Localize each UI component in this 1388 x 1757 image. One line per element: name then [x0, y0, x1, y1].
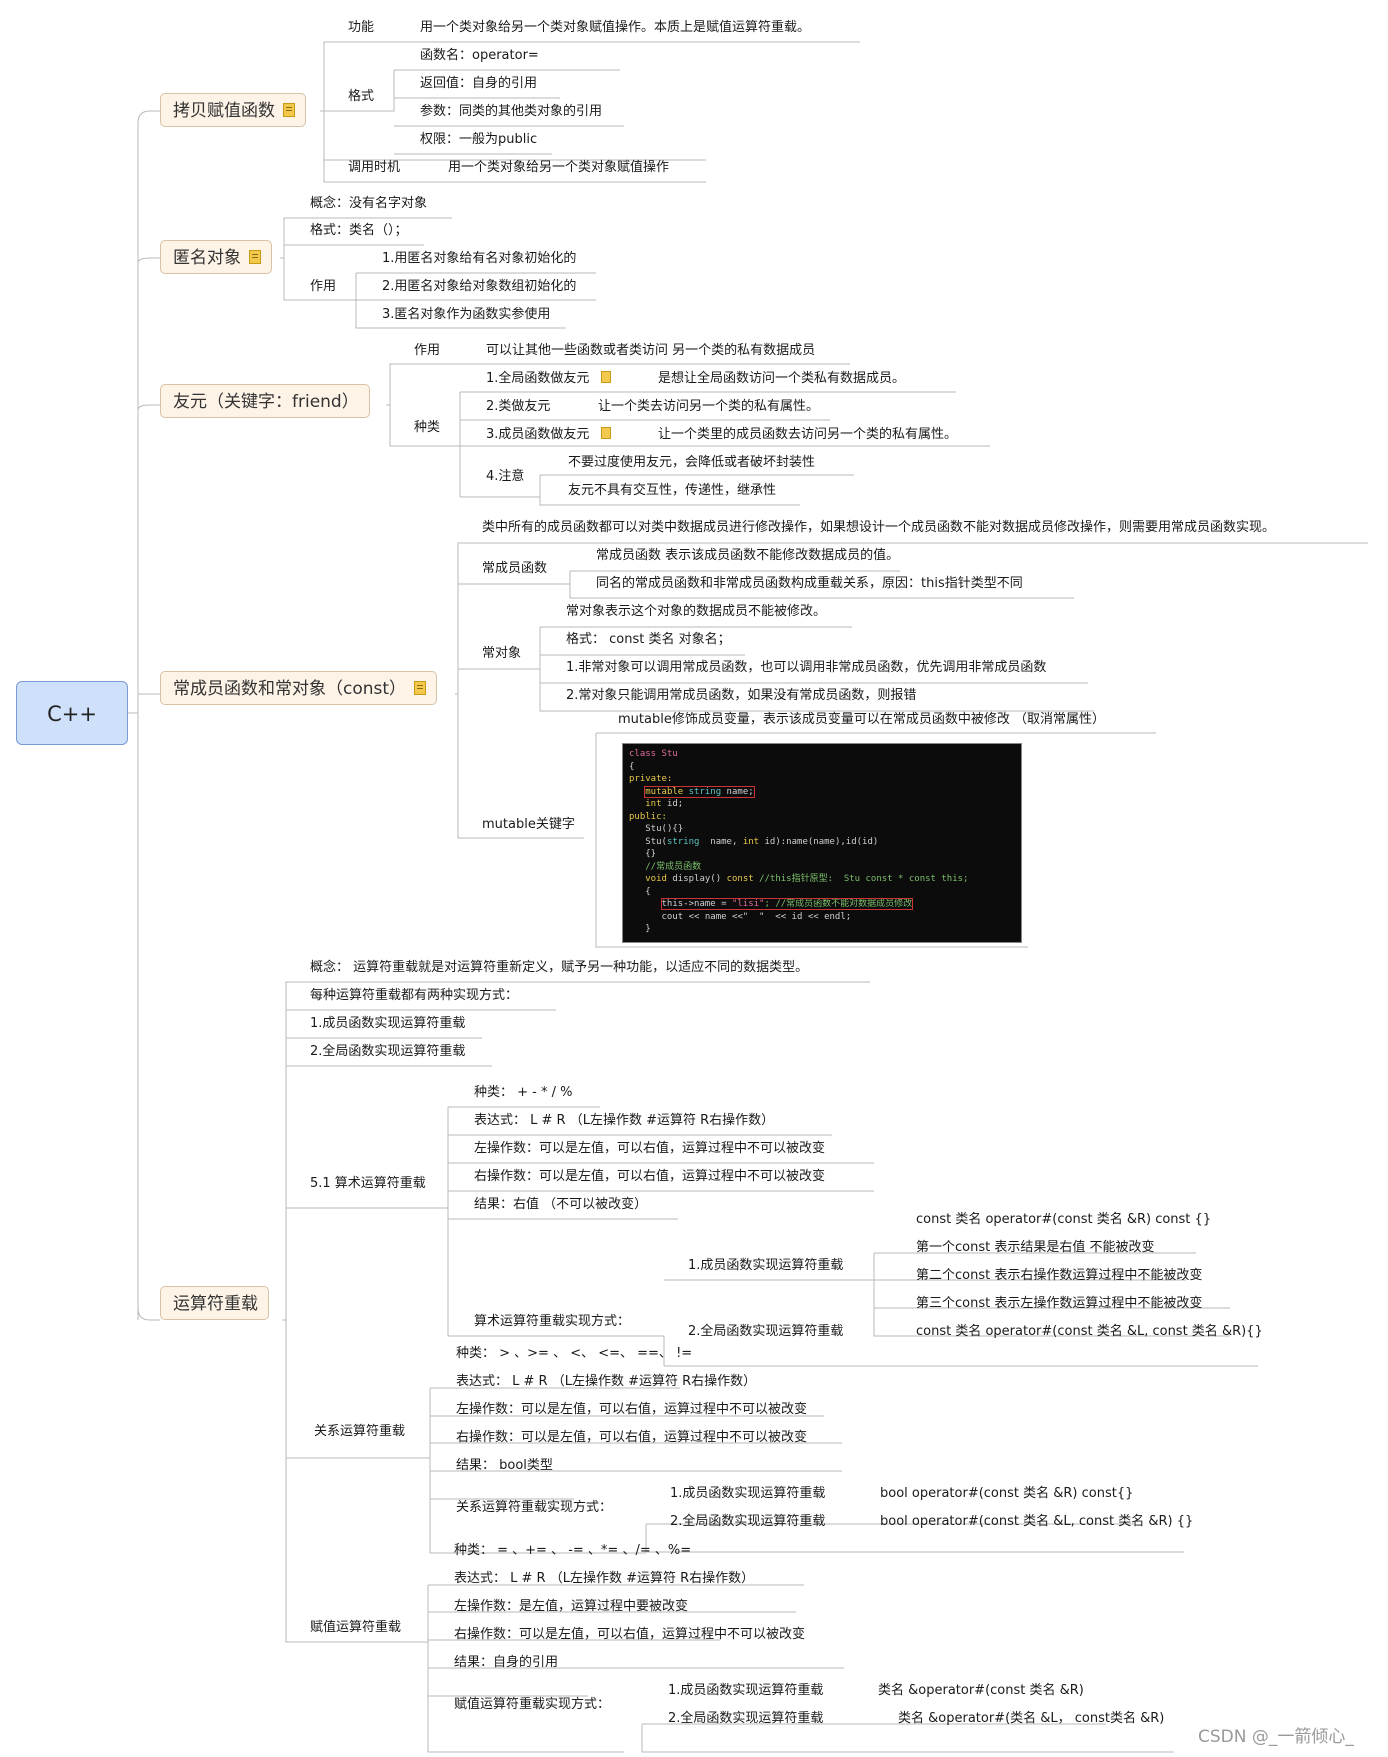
b5-arith-member-item: 第三个const 表示左操作数运算过程中不能被改变 — [916, 1296, 1203, 1311]
b5-arith-member-item: 第二个const 表示右操作数运算过程中不能被改变 — [916, 1268, 1203, 1283]
b5-arith-member-label: 1.成员函数实现运算符重载 — [688, 1258, 844, 1273]
b1-func-text: 用一个类对象给另一个类对象赋值操作。本质上是赋值运算符重载。 — [420, 20, 811, 35]
b5-arith-member-item: 第一个const 表示结果是右值 不能被改变 — [916, 1240, 1155, 1255]
note-icon[interactable] — [601, 371, 612, 383]
b5-rel-item: 结果： bool类型 — [456, 1458, 553, 1473]
b3-kind-1-label: 1.全局函数做友元 — [486, 371, 590, 386]
b3-kind-1: 1.全局函数做友元 — [486, 371, 612, 387]
b4-co-item: 2.常对象只能调用常成员函数，如果没有常成员函数，则报错 — [566, 688, 917, 703]
b2-format: 格式：类名（）； — [310, 223, 408, 238]
b5-rel-item: 右操作数：可以是左值，可以右值，运算过程中不可以被改变 — [456, 1430, 808, 1445]
b1-fmt-item: 返回值：自身的引用 — [420, 76, 538, 91]
b3-kind-2-desc: 让一个类去访问另一个类的私有属性。 — [598, 399, 820, 414]
b5-rel-global-text: bool operator#(const 类名 &L, const 类名 &R)… — [880, 1514, 1194, 1529]
b1-fmt-label: 格式 — [348, 89, 375, 104]
b5-arith-item: 左操作数：可以是左值，可以右值，运算过程中不可以被改变 — [474, 1141, 826, 1156]
watermark: CSDN @_一箭倾心_ — [1198, 1727, 1354, 1747]
code-screenshot: class Stu { private: mutable string name… — [622, 743, 1022, 943]
b3-kind-2: 2.类做友元 — [486, 399, 551, 414]
b5-arith-label: 5.1 算术运算符重载 — [310, 1176, 426, 1191]
b4-cm-label: 常成员函数 — [482, 561, 548, 576]
branch-title: 友元（关键字：friend） — [173, 392, 359, 412]
branch-title: 拷贝赋值函数 — [173, 101, 275, 121]
b5-arith-global-text: const 类名 operator#(const 类名 &L, const 类名… — [916, 1324, 1263, 1339]
b5-rel-member-text: bool operator#(const 类名 &R) const{} — [880, 1486, 1134, 1501]
b4-co-item: 格式： const 类名 对象名； — [566, 632, 731, 647]
b1-call-text: 用一个类对象给另一个类对象赋值操作 — [448, 160, 670, 175]
b2-use-item: 3.匿名对象作为函数实参使用 — [382, 307, 551, 322]
b5-two-ways: 每种运算符重载都有两种实现方式： — [310, 988, 519, 1003]
b5-rel-item: 左操作数：可以是左值，可以右值，运算过程中不可以被改变 — [456, 1402, 808, 1417]
b5-arith-item: 种类： + - * / % — [474, 1085, 573, 1100]
b4-mutable-text: mutable修饰成员变量，表示该成员变量可以在常成员函数中被修改 （取消常属性… — [618, 712, 1105, 727]
b4-cm-item: 同名的常成员函数和非常成员函数构成重载关系，原因：this指针类型不同 — [596, 576, 1023, 591]
b5-assign-member-label: 1.成员函数实现运算符重载 — [668, 1683, 824, 1698]
b5-assign-label: 赋值运算符重载 — [310, 1620, 402, 1635]
b1-fmt-item: 权限：一般为public — [420, 132, 538, 147]
b5-arith-member-item: const 类名 operator#(const 类名 &R) const {} — [916, 1212, 1212, 1227]
root-node[interactable]: C++ — [16, 681, 128, 745]
b4-co-item: 1.非常对象可以调用常成员函数，也可以调用非常成员函数，优先调用非常成员函数 — [566, 660, 1047, 675]
b3-kind-label: 种类 — [414, 420, 441, 435]
b5-arith-global-label: 2.全局函数实现运算符重载 — [688, 1324, 844, 1339]
b1-fmt-item: 参数：同类的其他类对象的引用 — [420, 104, 603, 119]
b5-rel-item: 表达式： L # R （L左操作数 #运算符 R右操作数） — [456, 1374, 757, 1389]
b3-kind-4-item: 友元不具有交互性，传递性，继承性 — [568, 483, 777, 498]
b1-call-label: 调用时机 — [348, 160, 401, 175]
b5-rel-global-label: 2.全局函数实现运算符重载 — [670, 1514, 826, 1529]
b5-arith-item: 右操作数：可以是左值，可以右值，运算过程中不可以被改变 — [474, 1169, 826, 1184]
note-icon[interactable] — [249, 250, 261, 264]
b4-mutable-label: mutable关键字 — [482, 817, 575, 832]
b5-assign-item: 表达式： L # R （L左操作数 #运算符 R右操作数） — [454, 1571, 755, 1586]
b5-assign-impl: 赋值运算符重载实现方式： — [454, 1697, 611, 1712]
b4-co-item: 常对象表示这个对象的数据成员不能被修改。 — [566, 604, 827, 619]
branch-friend[interactable]: 友元（关键字：friend） — [160, 384, 370, 418]
b5-way-1: 1.成员函数实现运算符重载 — [310, 1016, 466, 1031]
branch-title: 匿名对象 — [173, 248, 241, 268]
branch-operator-overload[interactable]: 运算符重载 — [160, 1286, 269, 1320]
b5-rel-item: 种类： > 、>= 、 <、 <=、 ==、 != — [456, 1346, 693, 1361]
b2-use-item: 1.用匿名对象给有名对象初始化的 — [382, 251, 577, 266]
b3-kind-3-label: 3.成员函数做友元 — [486, 427, 590, 442]
b5-assign-item: 左操作数：是左值，运算过程中要被改变 — [454, 1599, 689, 1614]
b5-rel-label: 关系运算符重载 — [314, 1424, 406, 1439]
b2-use-item: 2.用匿名对象给对象数组初始化的 — [382, 279, 577, 294]
b5-arith-item: 表达式： L # R （L左操作数 #运算符 R右操作数） — [474, 1113, 775, 1128]
b5-assign-member-text: 类名 &operator#(const 类名 &R) — [878, 1683, 1084, 1698]
b3-kind-3: 3.成员函数做友元 — [486, 427, 612, 443]
b3-use-label: 作用 — [414, 343, 441, 358]
b1-fmt-item: 函数名：operator= — [420, 48, 539, 63]
branch-copy-assign[interactable]: 拷贝赋值函数 — [160, 93, 306, 127]
b3-kind-3-desc: 让一个类里的成员函数去访问另一个类的私有属性。 — [658, 427, 958, 442]
b5-way-2: 2.全局函数实现运算符重载 — [310, 1044, 466, 1059]
b3-use-text: 可以让其他一些函数或者类访问 另一个类的私有数据成员 — [486, 343, 816, 358]
branch-anonymous-object[interactable]: 匿名对象 — [160, 240, 272, 274]
b3-kind-1-desc: 是想让全局函数访问一个类私有数据成员。 — [658, 371, 906, 386]
b5-assign-item: 右操作数：可以是左值，可以右值，运算过程中不可以被改变 — [454, 1627, 806, 1642]
b5-rel-member-label: 1.成员函数实现运算符重载 — [670, 1486, 826, 1501]
b5-arith-item: 结果：右值 （不可以被改变） — [474, 1197, 648, 1212]
b1-func-label: 功能 — [348, 20, 375, 35]
note-icon[interactable] — [414, 681, 427, 695]
b2-concept: 概念：没有名字对象 — [310, 196, 428, 211]
b4-intro: 类中所有的成员函数都可以对类中数据成员进行修改操作，如果想设计一个成员函数不能对… — [482, 520, 1276, 535]
note-icon[interactable] — [283, 103, 295, 117]
b4-co-label: 常对象 — [482, 646, 522, 661]
b5-concept: 概念： 运算符重载就是对运算符重新定义，赋予另一种功能，以适应不同的数据类型。 — [310, 960, 809, 975]
branch-const-member[interactable]: 常成员函数和常对象（const） — [160, 671, 438, 705]
b5-assign-global-text: 类名 &operator#(类名 &L， const类名 &R) — [898, 1711, 1165, 1726]
b5-assign-global-label: 2.全局函数实现运算符重载 — [668, 1711, 824, 1726]
b5-arith-impl: 算术运算符重载实现方式： — [474, 1314, 631, 1329]
b4-cm-item: 常成员函数 表示该成员函数不能修改数据成员的值。 — [596, 548, 900, 563]
b5-rel-impl: 关系运算符重载实现方式： — [456, 1500, 613, 1515]
b5-assign-item: 结果：自身的引用 — [454, 1655, 559, 1670]
b2-use-label: 作用 — [310, 279, 337, 294]
branch-title: 常成员函数和常对象（const） — [173, 679, 407, 699]
note-icon[interactable] — [601, 427, 612, 439]
b3-kind-4-item: 不要过度使用友元，会降低或者破坏封装性 — [568, 455, 816, 470]
b5-assign-item: 种类： = 、+= 、 -= 、*= 、/= 、%= — [454, 1543, 692, 1558]
branch-title: 运算符重载 — [173, 1294, 258, 1314]
b3-kind-4: 4.注意 — [486, 469, 525, 484]
